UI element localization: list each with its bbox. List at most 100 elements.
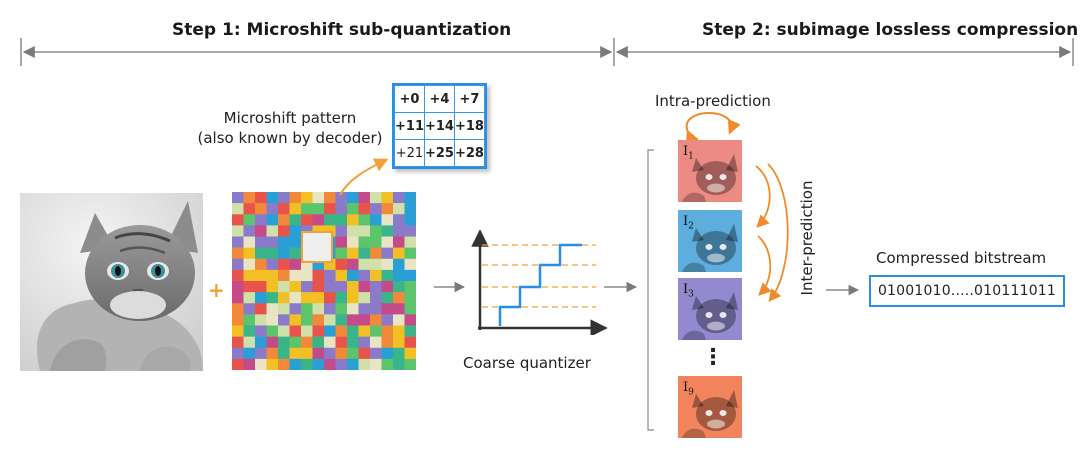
mosaic-cell	[370, 314, 382, 326]
mosaic-cell	[404, 336, 416, 349]
mosaic-cell	[278, 203, 290, 215]
thumb-paw	[682, 192, 706, 202]
mosaic-cell	[358, 292, 371, 304]
intra-prediction-label: Intra-prediction	[655, 92, 771, 110]
mosaic-cell	[324, 303, 336, 315]
mosaic-cell	[335, 247, 348, 260]
mosaic-cell	[312, 336, 325, 349]
mosaic-cell	[393, 214, 405, 226]
frame-label-9: I9	[683, 380, 694, 398]
microshift-label-line2: (also known by decoder)	[197, 129, 383, 147]
thumb-eye-left	[705, 174, 713, 180]
mosaic-cell	[335, 258, 348, 271]
mosaic-cell	[335, 358, 348, 370]
thumb-ear-left	[692, 158, 704, 172]
mosaic-cell	[266, 281, 279, 293]
mosaic-cell	[278, 214, 290, 226]
intra-prediction-loop-icon	[685, 111, 740, 140]
thumb-head	[696, 397, 736, 431]
mosaic-cell	[324, 314, 336, 326]
microshift-label-line1: Microshift pattern	[223, 109, 357, 127]
mosaic-cell	[301, 281, 313, 293]
mosaic-cell	[324, 281, 336, 293]
mosaic-cell	[289, 247, 302, 260]
microshift-pattern-table: +0 +4 +7 +11 +14 +18 +21 +25 +28	[392, 83, 487, 169]
compressed-bitstream-box: 01001010.....010111011	[869, 275, 1065, 307]
input-kitten-image	[20, 193, 203, 371]
mosaic-cell	[243, 336, 256, 349]
mosaic-cell	[301, 192, 313, 204]
mosaic-cell	[243, 281, 256, 293]
coarse-quantizer-plot	[471, 229, 608, 335]
plus-sign: +	[208, 278, 225, 302]
thumb-eye-left	[705, 244, 713, 250]
mosaic-cell	[381, 336, 394, 349]
mosaic-cell	[266, 347, 279, 360]
mosaic-cell	[255, 336, 267, 349]
pattern-cell: +18	[453, 112, 485, 140]
mosaic-cell	[404, 258, 416, 271]
mosaic-cell	[324, 358, 336, 370]
thumb-ear-right	[726, 154, 738, 172]
mosaic-cell	[255, 247, 267, 260]
mosaic-cell	[347, 347, 359, 360]
mosaic-cell	[278, 347, 290, 360]
mosaic-cell	[370, 303, 382, 315]
mosaic-cell	[266, 269, 279, 282]
mosaic-cell	[381, 269, 394, 282]
mosaic-cell	[358, 203, 371, 215]
mosaic-cell	[358, 303, 371, 315]
mosaic-cell	[358, 325, 371, 337]
mosaic-cell	[404, 292, 416, 304]
mosaic-cell	[243, 292, 256, 304]
thumb-muzzle	[707, 419, 725, 429]
mosaic-cell	[255, 258, 267, 271]
subimage-frame-3: I3	[678, 278, 742, 340]
mosaic-cell	[393, 258, 405, 271]
mosaic-cell	[232, 358, 244, 370]
mosaic-cell	[232, 236, 244, 248]
mosaic-cell	[347, 258, 359, 271]
thumb-background	[678, 278, 742, 340]
mosaic-cell	[347, 281, 359, 293]
mosaic-cell	[278, 269, 290, 282]
mosaic-cell	[324, 214, 336, 226]
mosaic-cell	[266, 192, 279, 204]
mosaic-cell	[278, 247, 290, 260]
mosaic-cell	[312, 292, 325, 304]
mosaic-cell	[404, 358, 416, 370]
mosaic-cell	[312, 258, 325, 271]
mosaic-cell	[324, 325, 336, 337]
mosaic-cell	[335, 236, 348, 248]
mosaic-cell	[335, 192, 348, 204]
mosaic-cell	[393, 192, 405, 204]
mosaic-cell	[324, 347, 336, 360]
mosaic-cell	[255, 303, 267, 315]
mosaic-cell	[301, 214, 313, 226]
mosaic-cell	[370, 281, 382, 293]
mosaic-cell	[301, 269, 313, 282]
mosaic-cell	[404, 325, 416, 337]
mosaic-cell	[358, 314, 371, 326]
mosaic-cell	[232, 325, 244, 337]
mosaic-cell	[393, 225, 405, 237]
mosaic-cell	[243, 203, 256, 215]
mosaic-cell	[347, 192, 359, 204]
mosaic-cell	[358, 269, 371, 282]
thumb-ear-right	[726, 224, 738, 242]
thumb-muzzle	[707, 253, 725, 263]
mosaic-cell	[255, 225, 267, 237]
microshift-mosaic-grid	[232, 192, 416, 370]
frame-label-1: I1	[683, 144, 694, 162]
quantizer-label: Coarse quantizer	[463, 354, 591, 372]
mosaic-cell	[335, 347, 348, 360]
mosaic-cell	[381, 303, 394, 315]
mosaic-cell	[301, 292, 313, 304]
mosaic-cell	[243, 347, 256, 360]
mosaic-cell	[255, 214, 267, 226]
pattern-cell: +25	[423, 139, 455, 167]
mosaic-cell	[301, 258, 313, 271]
thumb-eye-left	[705, 312, 713, 318]
mosaic-cell	[347, 269, 359, 282]
